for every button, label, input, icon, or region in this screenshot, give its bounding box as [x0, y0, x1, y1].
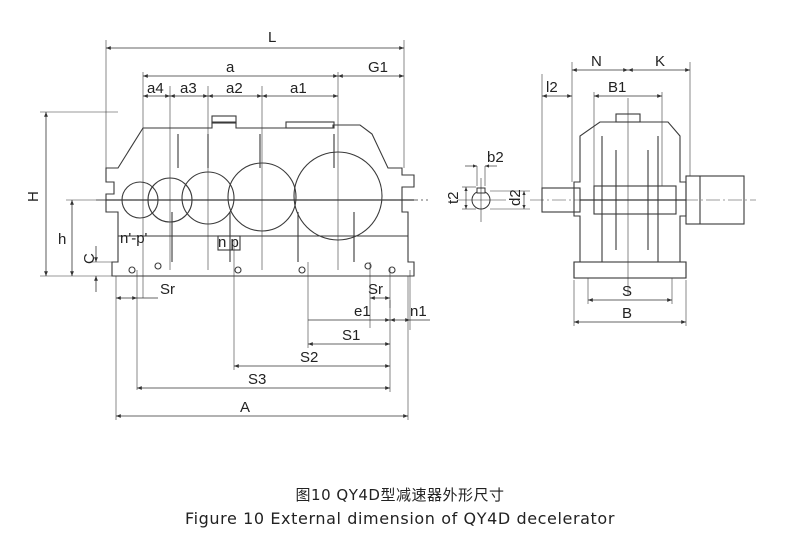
- label-S: S: [622, 283, 632, 300]
- label-L: L: [268, 29, 276, 46]
- side-dimensions: [542, 68, 690, 324]
- label-sr-left: Sr: [160, 281, 175, 298]
- figure-caption-chinese: 图10 QY4D型减速器外形尺寸: [295, 486, 505, 504]
- label-N: N: [591, 53, 602, 70]
- label-sr-right: Sr: [368, 281, 383, 298]
- label-n1: n1: [410, 303, 427, 320]
- label-d2: d2: [507, 189, 524, 206]
- label-S2: S2: [300, 349, 318, 366]
- front-dimensions: [40, 46, 430, 418]
- label-np: n p: [218, 234, 239, 251]
- label-a3: a3: [180, 80, 197, 97]
- label-e1: e1: [354, 303, 371, 320]
- label-a4: a4: [147, 80, 164, 97]
- shaft-section: [458, 164, 530, 222]
- label-C: C: [81, 253, 98, 264]
- side-view: [530, 62, 756, 326]
- label-S1: S1: [342, 327, 360, 344]
- label-h: h: [58, 231, 66, 248]
- front-view: [96, 40, 428, 420]
- label-np-prime: n'-p': [120, 230, 148, 247]
- label-K: K: [655, 53, 665, 70]
- label-a1: a1: [290, 80, 307, 97]
- label-A: A: [240, 399, 250, 416]
- label-a: a: [226, 59, 235, 76]
- label-G1: G1: [368, 59, 388, 76]
- label-B1: B1: [608, 79, 626, 96]
- label-B: B: [622, 305, 632, 322]
- reducer-dimension-drawing: L a G1 a4 a3 a2 a1 H h C n'-p' n p Sr Sr…: [25, 29, 756, 420]
- label-a2: a2: [226, 80, 243, 97]
- label-S3: S3: [248, 371, 266, 388]
- label-b2: b2: [487, 149, 504, 166]
- label-H: H: [25, 191, 42, 202]
- dimension-labels: L a G1 a4 a3 a2 a1 H h C n'-p' n p Sr Sr…: [25, 29, 665, 416]
- label-l2: l2: [546, 79, 558, 96]
- label-t2: t2: [445, 191, 462, 204]
- figure-caption-english: Figure 10 External dimension of QY4D dec…: [184, 509, 616, 528]
